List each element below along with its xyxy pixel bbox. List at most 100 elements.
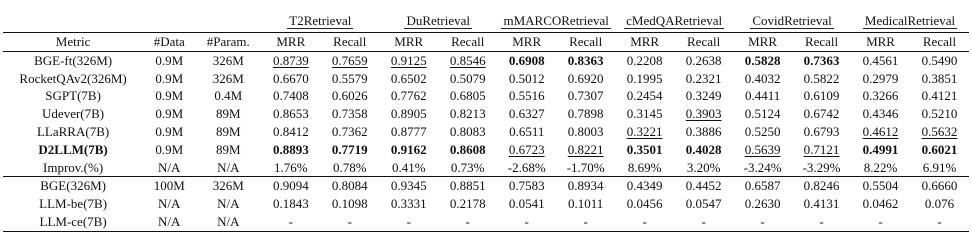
score-value: 0.5632 [921,123,958,139]
score-value: 0.8608 [449,141,486,157]
score-cell: 0.4411 [733,87,792,105]
row-label: SGPT(7B) [45,88,101,104]
score-cell: 8.22% [851,159,910,177]
score-value: 0.0547 [685,196,722,212]
score-value: 0.5639 [744,141,781,157]
score-cell: 0.9125 [379,50,439,70]
score-value: 0.8934 [567,178,604,194]
group-header-duretrieval: DuRetrieval [379,10,497,33]
score-value: 0.6670 [272,70,309,86]
score-value: 0.8221 [567,141,604,157]
score-cell: 6.91% [910,159,969,177]
group-header-t2retrieval: T2Retrieval [261,10,379,33]
score-value: 1.76% [274,159,308,175]
score-value: 0.6908 [508,52,545,68]
score-cell: 0.5012 [497,70,556,88]
score-cell: 0.5632 [910,123,969,141]
score-value: 0.8412 [272,123,309,139]
data-size-cell: 0.9M [155,88,184,104]
score-cell: 0.7719 [320,141,379,159]
score-cell: 0.8084 [320,176,380,196]
score-cell: 0.3249 [674,87,733,105]
score-value: - [347,213,352,229]
group-header-covidretrieval: CovidRetrieval [733,10,851,33]
column-header-recall: Recall [910,32,969,52]
score-value: 0.9125 [390,52,427,68]
score-value: 0.6109 [803,88,840,104]
score-cell: 0.6793 [792,123,851,141]
score-cell: 0.5822 [792,70,851,88]
score-cell: - [438,212,498,232]
score-value: 0.1011 [568,196,604,212]
row-label: Udever(7B) [42,106,105,122]
score-value: 0.7762 [390,88,427,104]
score-value: 0.2208 [626,52,663,68]
score-cell: 0.9345 [379,176,439,196]
score-value: 0.8246 [803,178,840,194]
score-cell: 0.6109 [792,87,851,105]
score-cell: 0.7762 [379,87,438,105]
score-cell: 0.5504 [851,176,910,196]
score-value: 0.8893 [272,141,309,157]
param-count-cell: N/A [217,159,240,175]
score-value: 0.7307 [567,88,604,104]
score-value: -1.70% [566,159,605,175]
score-value: - [583,213,588,229]
score-cell: 0.8893 [261,141,320,159]
score-value: - [760,213,765,229]
row-label: LLM-ce(7B) [3,212,144,232]
score-cell: 0.7659 [320,50,380,70]
score-cell: 0.6670 [261,70,320,88]
column-header-recall: Recall [320,32,380,52]
group-header-cmedqaretrieval: cMedQARetrieval [615,10,733,33]
score-cell: 0.0547 [674,195,733,213]
score-cell: - [379,212,439,232]
score-cell: 0.5210 [910,105,969,123]
group-label: MedicalRetrieval [862,13,958,30]
score-value: 0.4991 [862,141,899,157]
score-value: 0.8777 [390,123,427,139]
score-value: 0.4131 [803,196,840,212]
empty-header-cell [3,10,143,33]
score-value: - [406,213,411,229]
score-cell: 0.4032 [733,70,792,88]
score-cell: 1.76% [261,159,320,177]
column-header-mrr: MRR [261,32,321,52]
score-value: 0.2630 [744,196,781,212]
score-cell: 0.6805 [438,87,497,105]
score-cell: 0.6021 [910,141,969,159]
column-header-mrr: MRR [379,32,439,52]
column-header-metric: Metric [3,32,144,52]
score-cell: 0.6502 [379,70,438,88]
score-value: 0.6021 [921,141,958,157]
score-value: 0.5516 [508,88,545,104]
row-label: BGE-ft(326M) [3,50,144,70]
score-cell: 0.076 [910,195,969,213]
score-value: 0.4028 [685,141,722,157]
score-cell: 0.8546 [438,50,498,70]
score-cell: 0.5516 [497,87,556,105]
score-value: 0.4346 [862,106,899,122]
score-cell: -1.70% [556,159,615,177]
score-cell: - [733,212,793,232]
score-cell: 0.4121 [910,87,969,105]
score-value: 0.3851 [921,70,958,86]
score-value: 0.4561 [862,52,899,68]
score-value: 0.5250 [744,123,781,139]
score-cell: 0.2638 [674,50,734,70]
score-value: 0.3221 [626,123,663,139]
score-cell: 0.6742 [792,105,851,123]
score-value: 0.5012 [508,70,545,86]
score-cell: - [320,212,380,232]
score-value: 0.6502 [390,70,427,86]
score-value: - [642,213,647,229]
score-value: - [465,213,470,229]
score-value: - [524,213,529,229]
score-cell: 0.4991 [851,141,910,159]
column-header-mrr: MRR [851,32,910,52]
score-cell: 0.8412 [261,123,320,141]
